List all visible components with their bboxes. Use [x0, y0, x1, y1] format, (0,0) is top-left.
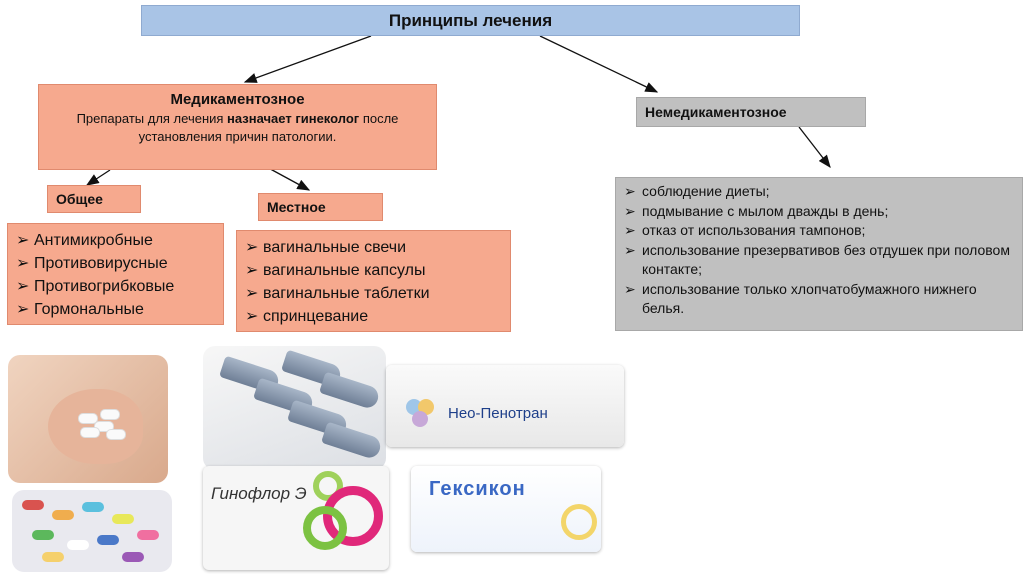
geksikon-package: Гексикон: [411, 466, 601, 552]
list-item: ➢использование только хлопчатобумажного …: [624, 280, 977, 317]
desc-text-1: Препараты для лечения: [76, 111, 228, 126]
list-item: ➢вагинальные капсулы: [241, 259, 506, 282]
local-list-box: ➢вагинальные свечи ➢вагинальные капсулы …: [236, 230, 511, 332]
list-item: ➢спринцевание: [241, 305, 506, 328]
arrow-title-to-nonmedicamentous: [539, 35, 659, 93]
bullet-arrow-icon: ➢: [624, 183, 636, 199]
bullet-arrow-icon: ➢: [16, 232, 30, 249]
list-item: ➢использование презервативов без отдушек…: [624, 241, 1010, 278]
list-item: ➢Противовирусные: [12, 252, 219, 275]
general-list-box: ➢Антимикробные ➢Противовирусные ➢Противо…: [7, 223, 224, 325]
local-list: ➢вагинальные свечи ➢вагинальные капсулы …: [241, 236, 506, 328]
arrow-medicamentous-to-general: [85, 169, 111, 186]
arrow-nonmedicamentous-to-list: [798, 126, 831, 169]
diagram-title: Принципы лечения: [141, 5, 800, 36]
bullet-arrow-icon: ➢: [624, 280, 636, 297]
arrow-title-to-medicamentous: [243, 35, 372, 83]
list-item: ➢Антимикробные: [12, 229, 219, 252]
bullet-arrow-icon: ➢: [16, 278, 30, 295]
bullet-arrow-icon: ➢: [245, 285, 259, 302]
neo-penotran-name: Нео-Пенотран: [448, 405, 548, 422]
ginoflor-name: Гинофлор Э: [211, 484, 307, 503]
bullet-arrow-icon: ➢: [16, 301, 30, 318]
nonmedicamentous-heading: Немедикаментозное: [636, 97, 866, 127]
desc-text-2: после установления причин патологии.: [138, 111, 399, 144]
neo-penotran-package: Нео-Пенотран: [386, 365, 624, 447]
nonmedicamentous-list: ➢соблюдение диеты; ➢подмывание с мылом д…: [620, 182, 1018, 319]
list-item: ➢вагинальные таблетки: [241, 282, 506, 305]
medicamentous-box: Медикаментозное Препараты для лечения на…: [38, 84, 437, 170]
ginoflor-package: Гинофлор Э: [203, 466, 389, 570]
medicamentous-description: Препараты для лечения назначает гинеколо…: [39, 110, 436, 146]
suppositories-photo: [203, 346, 386, 470]
hand-with-pills-photo: [8, 355, 168, 483]
flower-logo-icon: [406, 399, 434, 427]
list-item: ➢отказ от использования тампонов;: [620, 221, 1018, 241]
list-item: ➢Противогрибковые: [12, 275, 219, 298]
list-item: ➢Гормональные: [12, 298, 219, 321]
bullet-arrow-icon: ➢: [624, 241, 636, 258]
list-item: ➢соблюдение диеты;: [620, 182, 1018, 202]
bullet-arrow-icon: ➢: [624, 222, 636, 238]
geksikon-name: Гексикон: [429, 478, 526, 500]
bullet-arrow-icon: ➢: [245, 308, 259, 325]
desc-text-bold: назначает гинеколог: [227, 111, 360, 126]
bullet-arrow-icon: ➢: [245, 239, 259, 256]
bullet-arrow-icon: ➢: [624, 202, 636, 219]
local-heading: Местное: [258, 193, 383, 221]
list-item: ➢вагинальные свечи: [241, 236, 506, 259]
general-list: ➢Антимикробные ➢Противовирусные ➢Противо…: [12, 229, 219, 321]
bullet-arrow-icon: ➢: [245, 262, 259, 279]
list-item: ➢подмывание с мылом дважды в день;: [620, 202, 1018, 222]
medicamentous-heading: Медикаментозное: [170, 91, 305, 108]
general-heading: Общее: [47, 185, 141, 213]
assorted-pills-photo: [12, 490, 172, 572]
bullet-arrow-icon: ➢: [16, 255, 30, 272]
nonmedicamentous-list-box: ➢соблюдение диеты; ➢подмывание с мылом д…: [615, 177, 1023, 331]
